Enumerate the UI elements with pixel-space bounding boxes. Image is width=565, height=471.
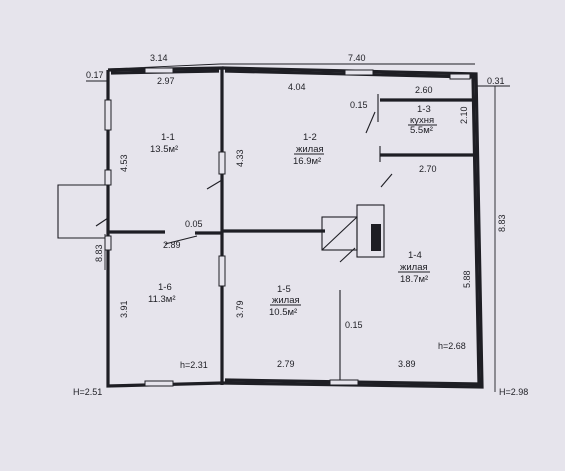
dim-partition-bottom: 0.15 [345,320,363,330]
dim-partition-mid: 2.89 [163,240,181,250]
dim-right-total: 8.83 [497,214,507,232]
dim-room-1-4-side: 5.88 [462,270,472,288]
height-labels: h=2.31 h=2.68 H=2.51 H=2.98 [73,341,528,397]
windows [104,67,471,387]
room-1-3-type: кухня [410,115,434,126]
dim-kitchen-bottom: 2.70 [419,164,437,174]
dim-kitchen-side: 2.10 [459,106,469,124]
dim-wall-1-1: 4.53 [119,154,129,172]
stove [321,204,385,258]
room-1-2-id: 1-2 [303,132,317,143]
height-building-left: H=2.51 [73,387,102,397]
dimension-lines [86,63,510,392]
room-1-3-id: 1-3 [417,104,431,115]
dim-corner-left: 0.17 [86,70,104,80]
dim-inner-top-mid: 4.04 [288,82,306,92]
dim-door-gap: 0.05 [185,219,203,229]
dim-bottom-mid: 2.79 [277,359,295,369]
porch-outline [57,184,108,239]
interior-walls [108,80,476,386]
room-1-4-id: 1-4 [408,250,422,261]
dim-wall-1-5: 3.79 [235,300,245,318]
room-1-1-area: 13.5м² [150,144,178,155]
room-1-3-area: 5.5м² [410,125,433,136]
height-building-right: H=2.98 [499,387,528,397]
door-swings [95,111,393,245]
room-1-6-id: 1-6 [158,282,172,293]
room-1-2-area: 16.9м² [293,156,321,167]
dim-wall-1-2: 4.33 [235,149,245,167]
room-1-5-id: 1-5 [277,284,291,295]
room-1-4-type: жилая [400,262,428,273]
dim-wall-1-6: 3.91 [119,300,129,318]
dim-top-right: 7.40 [348,53,366,63]
dim-inner-top-left: 2.97 [157,76,175,86]
room-1-1-id: 1-1 [161,132,175,143]
room-labels: 1-1 13.5м² 1-2 жилая 16.9м² 1-3 кухня 5.… [148,104,437,318]
dim-inner-top-right: 2.60 [415,85,433,95]
height-room-left: h=2.31 [180,360,208,370]
room-1-2-type: жилая [296,144,324,155]
room-1-4-area: 18.7м² [400,274,428,285]
dim-bottom-right: 3.89 [398,359,416,369]
dim-left-total: 8.83 [94,244,104,262]
room-1-5-area: 10.5м² [269,307,297,318]
dim-partition-top: 0.15 [350,100,368,110]
room-1-6-area: 11.3м² [148,294,175,305]
dim-top-left: 3.14 [150,53,168,63]
dimension-labels: 3.14 7.40 0.17 0.31 2.97 4.04 2.60 4.53 … [86,53,507,369]
height-room-right: h=2.68 [438,341,466,351]
room-1-5-type: жилая [272,295,300,306]
dim-corner-right: 0.31 [487,76,505,86]
